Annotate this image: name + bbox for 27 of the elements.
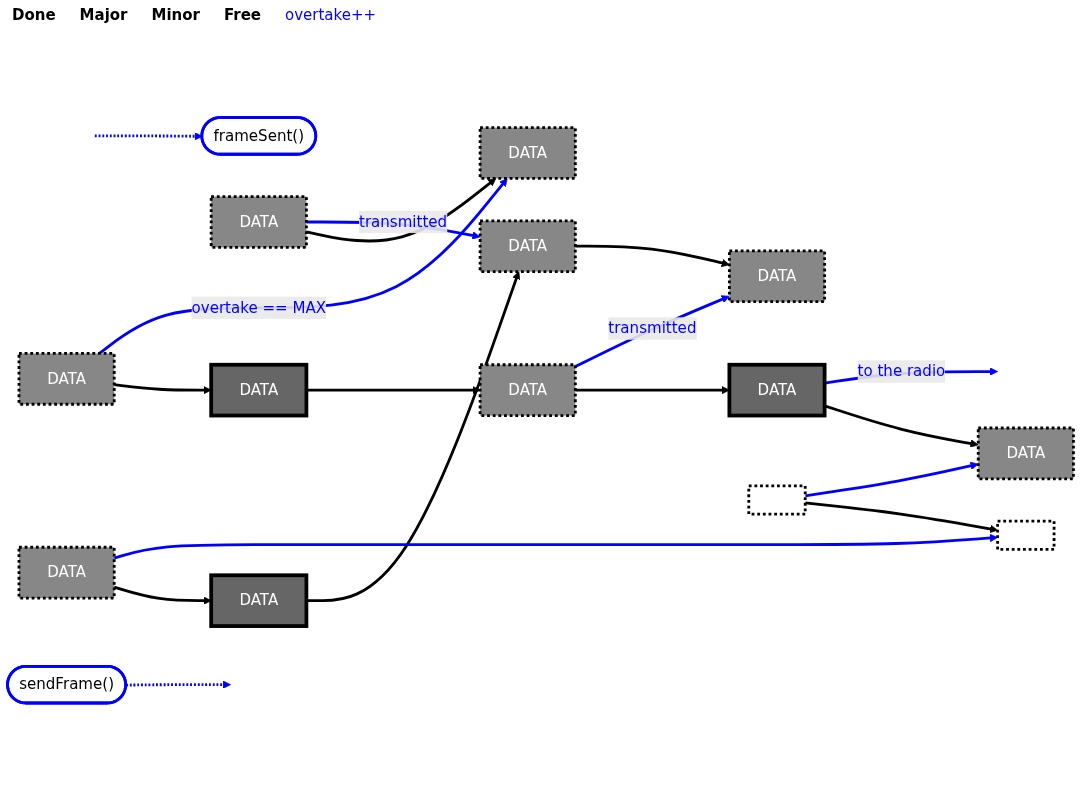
list-heading: Done xyxy=(12,6,56,24)
node-box xyxy=(747,484,807,516)
node-box: DATA xyxy=(209,573,309,628)
node-box: DATA xyxy=(478,125,577,180)
node-box: DATA xyxy=(478,363,577,417)
node-box: DATA xyxy=(17,545,116,600)
edge-label: to the radio xyxy=(857,361,946,380)
note-text: overtake++ xyxy=(285,6,377,24)
node-box: DATA xyxy=(727,249,826,303)
list-heading: Free xyxy=(223,6,261,24)
node-box: DATA xyxy=(478,219,577,273)
arrow xyxy=(126,680,231,689)
node-box xyxy=(996,519,1056,551)
edge-label: overtake == MAX xyxy=(191,298,327,317)
list-heading: Major xyxy=(79,6,128,24)
edge-label: transmitted xyxy=(608,318,697,337)
node-box: DATA xyxy=(976,426,1075,480)
arrow xyxy=(805,461,979,497)
node-box: DATA xyxy=(727,362,827,418)
arrow xyxy=(575,244,730,267)
arrow xyxy=(574,295,730,368)
node-box: DATA xyxy=(209,362,309,418)
node-box: DATA xyxy=(17,351,116,406)
edge-label: transmitted xyxy=(359,212,448,231)
node-box: DATA xyxy=(209,194,308,249)
arrow xyxy=(805,501,998,533)
list-heading: Minor xyxy=(151,6,200,24)
